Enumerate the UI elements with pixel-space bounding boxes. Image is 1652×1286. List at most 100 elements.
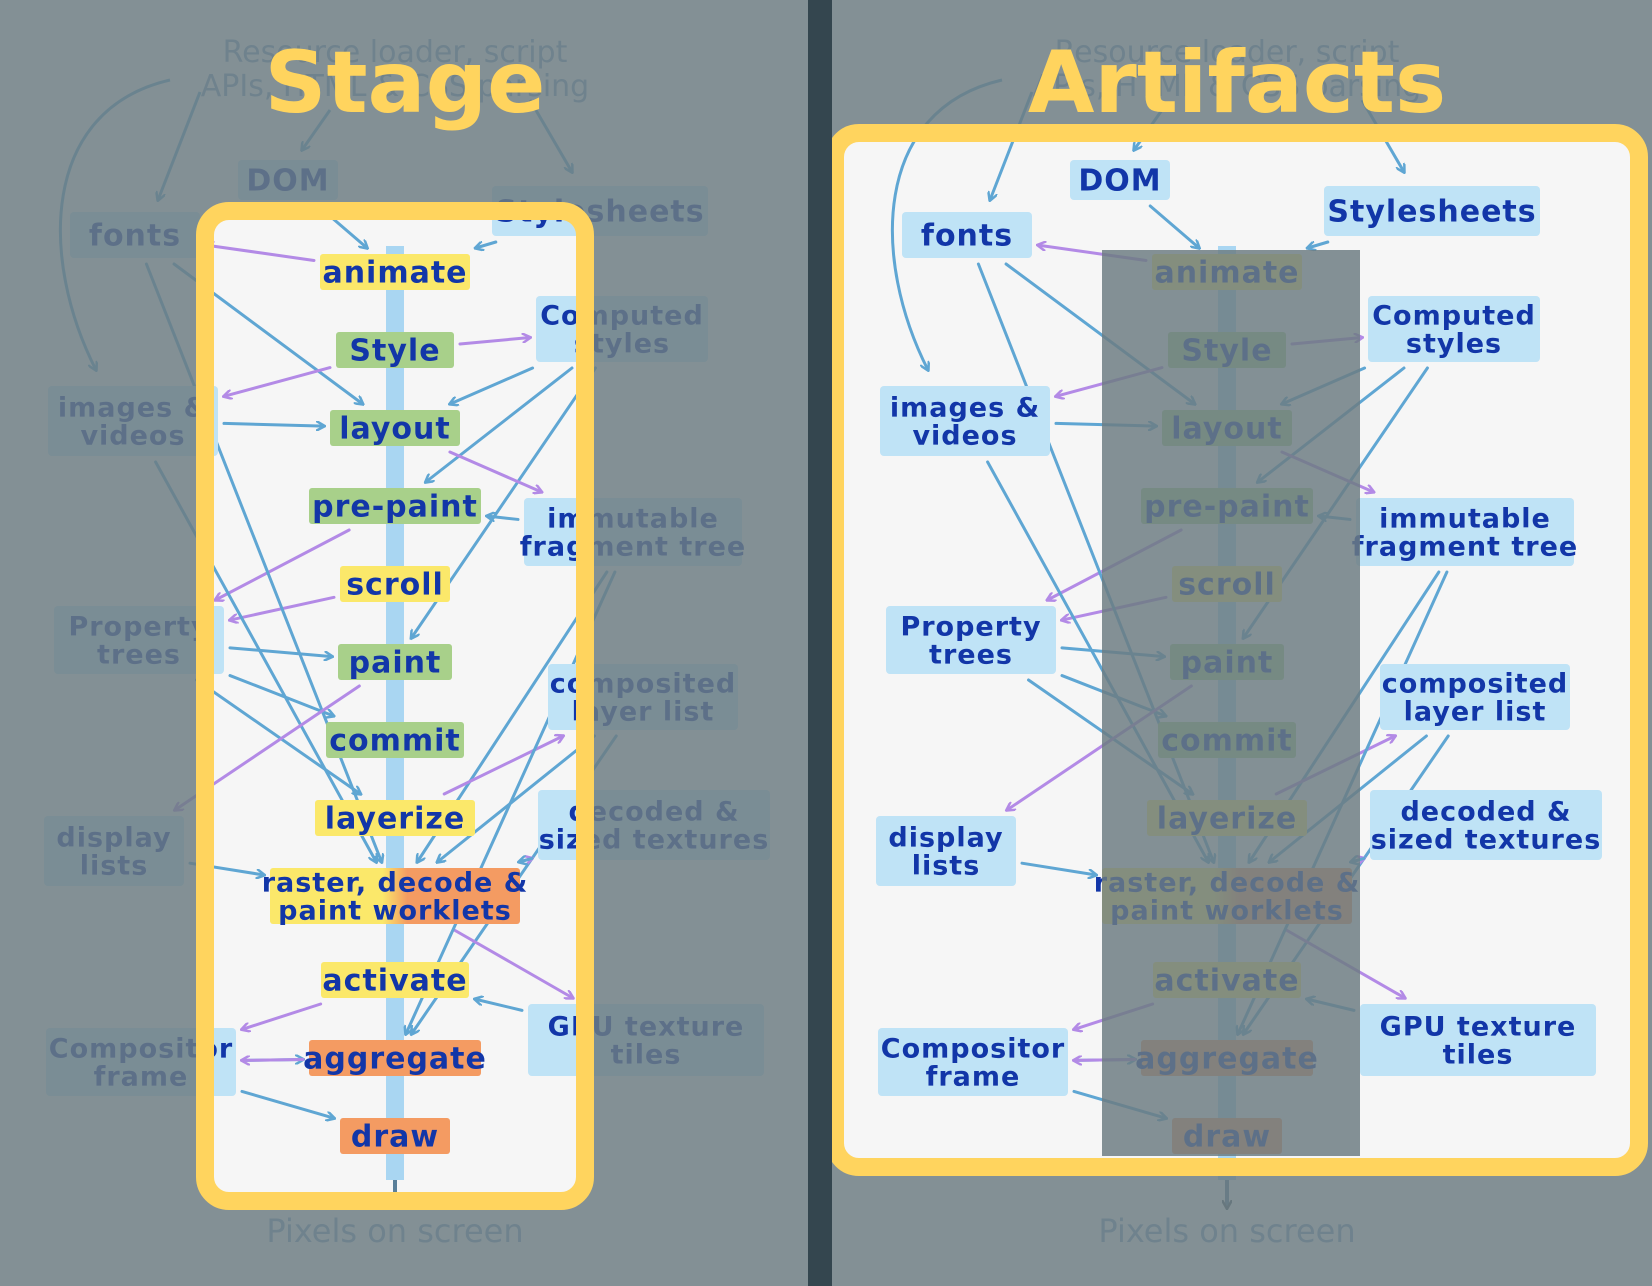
stage-node: raster, decode &paint worklets bbox=[262, 867, 528, 927]
artifact-box bbox=[902, 212, 1032, 258]
artifact-box bbox=[878, 1028, 1068, 1096]
artifact-label-line: layer list bbox=[1404, 697, 1547, 728]
artifact-node: fonts bbox=[902, 212, 1032, 258]
stage-box bbox=[315, 800, 475, 836]
stage-node: animate bbox=[320, 254, 470, 291]
artifact-label-line: DOM bbox=[1078, 164, 1161, 199]
stage-label-line: Style bbox=[349, 334, 440, 369]
stage-node: pre-paint bbox=[309, 488, 481, 525]
dependency-arrow bbox=[519, 858, 534, 862]
dependency-arrow bbox=[228, 646, 332, 657]
stage-box bbox=[340, 1118, 450, 1154]
stage-box bbox=[338, 644, 452, 680]
artifact-label-line: trees bbox=[929, 640, 1013, 671]
stage-box bbox=[309, 488, 481, 524]
artifact-node: Stylesheets bbox=[1324, 186, 1540, 236]
stage-box bbox=[340, 566, 450, 602]
stage-node: scroll bbox=[340, 566, 450, 603]
artifact-label-line: lists bbox=[912, 851, 981, 882]
dependency-arrow bbox=[240, 1089, 334, 1118]
artifact-label-line: GPU texture bbox=[1380, 1011, 1577, 1042]
stage-node: draw bbox=[340, 1118, 450, 1155]
dependency-arrow bbox=[195, 678, 361, 794]
dependency-arrow bbox=[1148, 204, 1199, 248]
stage-label-line: scroll bbox=[346, 568, 444, 603]
artifact-label-line: Stylesheets bbox=[1327, 195, 1536, 230]
artifact-box bbox=[1356, 498, 1574, 566]
artifact-label-line: Property bbox=[900, 611, 1041, 642]
stage-box bbox=[320, 254, 470, 290]
artifact-label-line: Computed bbox=[1372, 300, 1536, 331]
artifact-label-line: fragment tree bbox=[1352, 532, 1578, 563]
stage-box bbox=[270, 868, 520, 924]
artifact-label-line: videos bbox=[912, 421, 1017, 452]
artifact-label-line: immutable bbox=[1379, 503, 1551, 534]
dependency-arrow bbox=[450, 366, 535, 404]
dependency-arrow bbox=[206, 245, 316, 262]
panel-title: Stage bbox=[265, 33, 546, 133]
highlight-frame bbox=[832, 124, 1648, 1176]
stage-box bbox=[321, 962, 469, 998]
stage-label-line: layout bbox=[339, 412, 450, 447]
dependency-arrow bbox=[448, 450, 542, 492]
artifact-label-line: sized textures bbox=[1371, 825, 1602, 856]
stage-node: layout bbox=[330, 410, 460, 447]
artifact-label-line: frame bbox=[926, 1062, 1021, 1093]
stage-panel: Resource loader, scriptAPIs, HTML & CSS … bbox=[0, 0, 808, 1286]
stage-label-line: animate bbox=[322, 256, 467, 291]
dependency-arrow bbox=[215, 528, 351, 600]
panel-title: Artifacts bbox=[1028, 33, 1446, 133]
stage-node: paint bbox=[338, 644, 452, 681]
artifact-box bbox=[880, 386, 1050, 456]
dependency-arrow bbox=[458, 338, 530, 346]
artifact-box bbox=[1070, 160, 1170, 200]
dependency-arrow bbox=[475, 999, 524, 1012]
dependency-arrow bbox=[452, 928, 573, 998]
highlight-frame bbox=[196, 202, 594, 1210]
artifact-label-line: Compositor bbox=[881, 1033, 1065, 1064]
panel-divider bbox=[808, 0, 832, 1286]
artifact-label-line: tiles bbox=[1443, 1040, 1514, 1071]
dependency-arrow bbox=[487, 516, 520, 519]
artifact-box bbox=[1380, 664, 1570, 730]
artifact-box bbox=[1370, 790, 1602, 860]
artifact-label-line: display bbox=[888, 822, 1003, 853]
stage-box bbox=[336, 332, 454, 368]
dependency-arrow bbox=[442, 736, 563, 796]
dependency-arrow bbox=[224, 366, 332, 397]
dependency-arrow bbox=[476, 240, 498, 248]
artifact-node: DOM bbox=[1070, 160, 1170, 200]
stage-label-line: aggregate bbox=[303, 1042, 487, 1077]
stage-node: aggregate bbox=[303, 1040, 487, 1077]
stage-label-line: paint bbox=[349, 646, 442, 681]
artifact-box bbox=[1368, 296, 1540, 362]
stage-box bbox=[326, 722, 464, 758]
stage-label-line: layerize bbox=[325, 802, 465, 837]
artifact-label-line: styles bbox=[1406, 329, 1502, 360]
dependency-arrow bbox=[222, 423, 324, 426]
artifact-box bbox=[1360, 1004, 1596, 1076]
dependency-arrow bbox=[242, 1059, 305, 1060]
dependency-arrow bbox=[1020, 861, 1096, 875]
stage-box bbox=[309, 1040, 481, 1076]
stage-node: activate bbox=[321, 962, 469, 999]
dependency-arrow bbox=[242, 1002, 323, 1029]
stage-column-dim bbox=[1102, 250, 1360, 1156]
artifact-label-line: decoded & bbox=[1400, 796, 1571, 827]
dependency-arrow bbox=[437, 734, 596, 862]
stage-label-line: paint worklets bbox=[278, 896, 512, 927]
dependency-arrow bbox=[1308, 240, 1330, 248]
stage-node: layerize bbox=[315, 800, 475, 837]
artifact-box bbox=[876, 816, 1016, 886]
dependency-arrow bbox=[426, 366, 574, 482]
artifact-node: images &videos bbox=[880, 386, 1050, 456]
artifacts-panel: Resource loader, scriptAPIs, HTML & CSS … bbox=[832, 0, 1652, 1286]
artifact-label-line: composited bbox=[1382, 668, 1568, 699]
